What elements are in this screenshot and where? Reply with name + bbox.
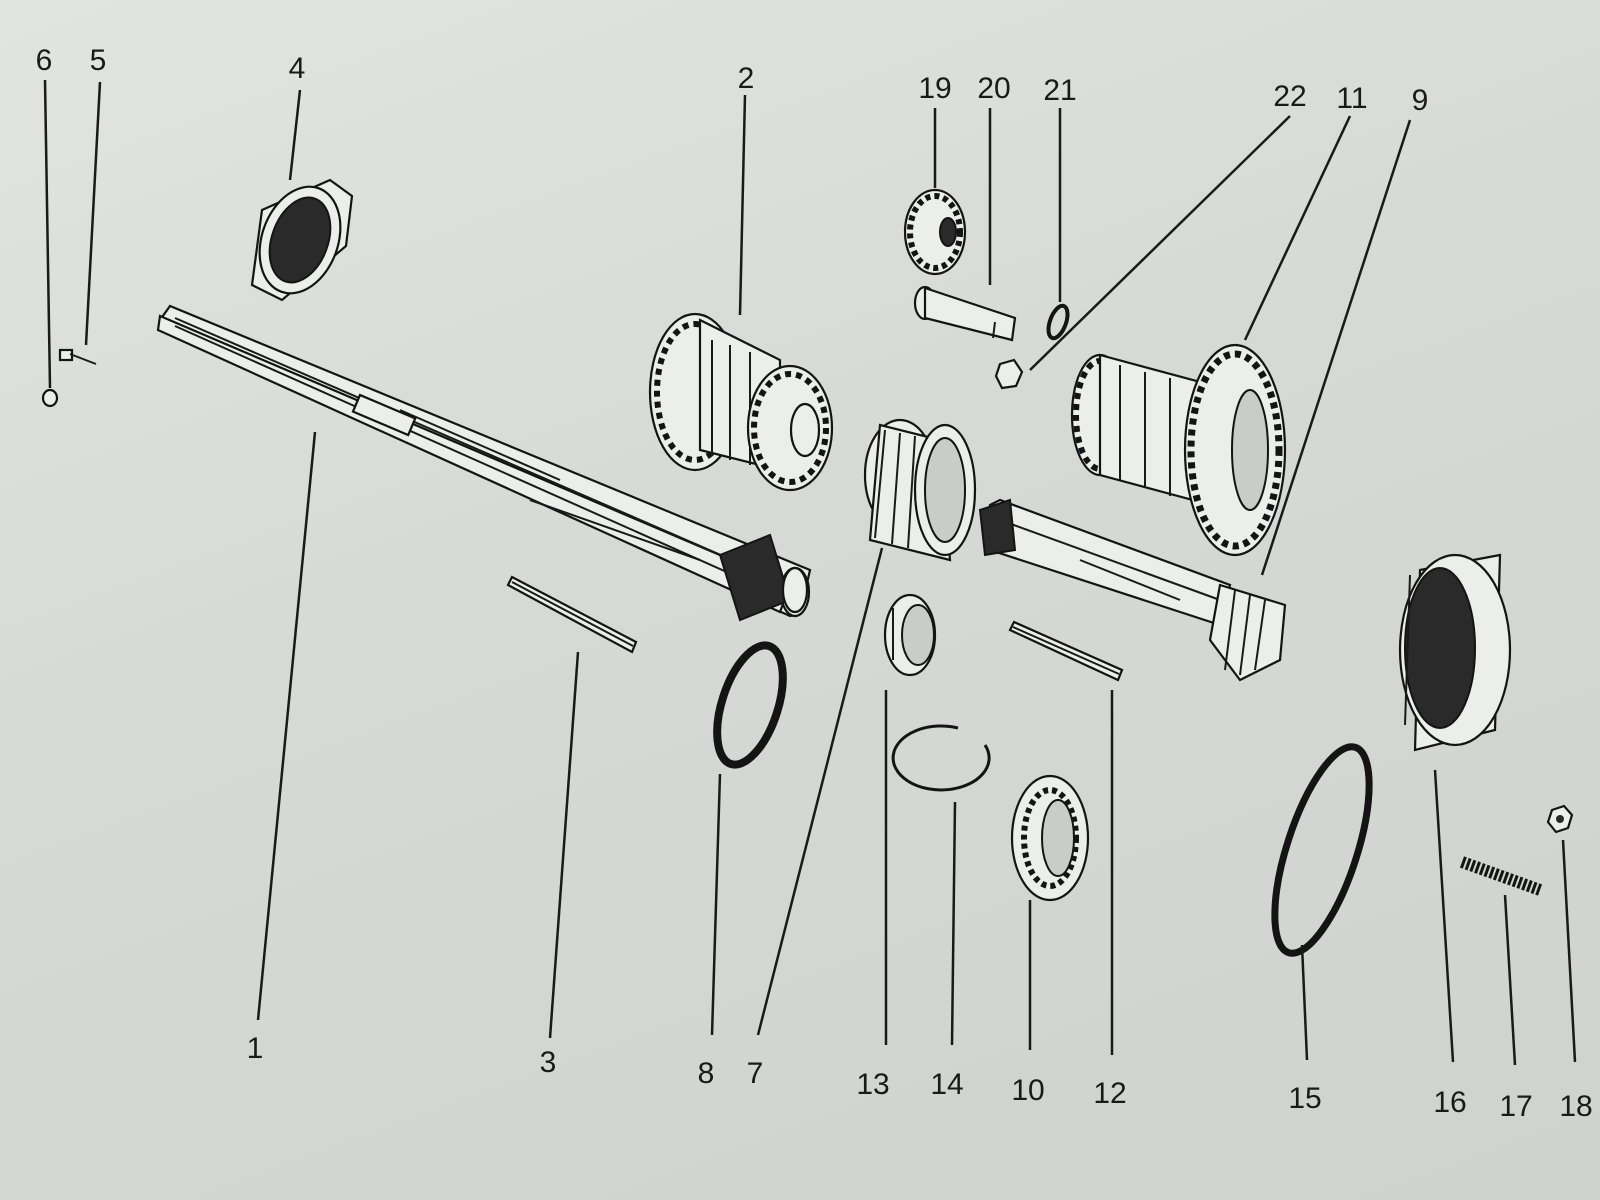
leader-lines (43, 79, 1577, 1066)
callout-10: 10 (1011, 1074, 1044, 1107)
part-small-bearing (883, 593, 937, 677)
callout-16: 16 (1433, 1086, 1466, 1119)
callout-14: 14 (930, 1068, 963, 1101)
part-gasket-ring (1271, 743, 1373, 957)
leader-2 (738, 94, 747, 316)
callout-12: 12 (1093, 1077, 1126, 1110)
part-pinion-shaft (978, 498, 1287, 682)
part-snap-ring (891, 724, 991, 792)
leader-14 (950, 801, 957, 1046)
callout-20: 20 (977, 72, 1010, 105)
part-screw-5 (58, 348, 97, 365)
callout-4: 4 (289, 52, 306, 85)
part-key-3 (506, 575, 638, 654)
part-large-gear-cluster (1070, 343, 1287, 557)
part-stud (1459, 856, 1543, 896)
leader-11 (1243, 115, 1352, 341)
leader-22 (1029, 115, 1291, 371)
part-key-12 (1008, 620, 1124, 682)
part-double-gear-cluster (648, 312, 834, 492)
callout-22: 22 (1273, 80, 1306, 113)
callout-13: 13 (856, 1068, 889, 1101)
part-flange-cover (250, 178, 354, 302)
part-ring-8 (713, 641, 787, 769)
part-nut (1546, 804, 1574, 834)
callout-7: 7 (747, 1057, 764, 1090)
callout-8: 8 (698, 1057, 715, 1090)
callout-11: 11 (1336, 82, 1367, 115)
leader-5 (84, 81, 102, 346)
leader-1 (256, 431, 317, 1021)
part-idler-shaft (913, 285, 1017, 342)
leader-7 (756, 547, 884, 1036)
part-small-nut (994, 358, 1024, 390)
callout-15: 15 (1288, 1082, 1321, 1115)
callout-2: 2 (738, 62, 755, 95)
callout-6: 6 (36, 44, 53, 77)
callout-18: 18 (1559, 1090, 1592, 1123)
part-main-shaft (156, 304, 812, 622)
callout-19: 19 (918, 72, 951, 105)
callout-1: 1 (247, 1032, 264, 1065)
callout-5: 5 (90, 44, 107, 77)
leader-6 (43, 79, 52, 389)
leader-17 (1503, 894, 1517, 1066)
callout-3: 3 (540, 1046, 557, 1079)
leader-4 (288, 89, 302, 181)
leader-9 (1260, 119, 1412, 576)
part-small-gear (903, 188, 967, 276)
part-washer-6 (41, 388, 59, 408)
part-bearing-cup (863, 418, 977, 562)
leader-18 (1561, 839, 1577, 1063)
callout-17: 17 (1499, 1090, 1532, 1123)
callout-9: 9 (1412, 84, 1429, 117)
leader-8 (710, 773, 722, 1036)
part-washer-21 (1046, 303, 1070, 341)
leader-16 (1433, 769, 1455, 1063)
part-bearing-10 (1010, 774, 1090, 902)
leader-15 (1300, 944, 1309, 1061)
callout-labels: 1 2 3 4 5 6 7 8 9 10 11 12 13 14 15 16 1… (36, 44, 1593, 1123)
part-bearing-housing (1398, 553, 1512, 752)
leader-3 (548, 651, 580, 1039)
callout-21: 21 (1043, 74, 1076, 107)
